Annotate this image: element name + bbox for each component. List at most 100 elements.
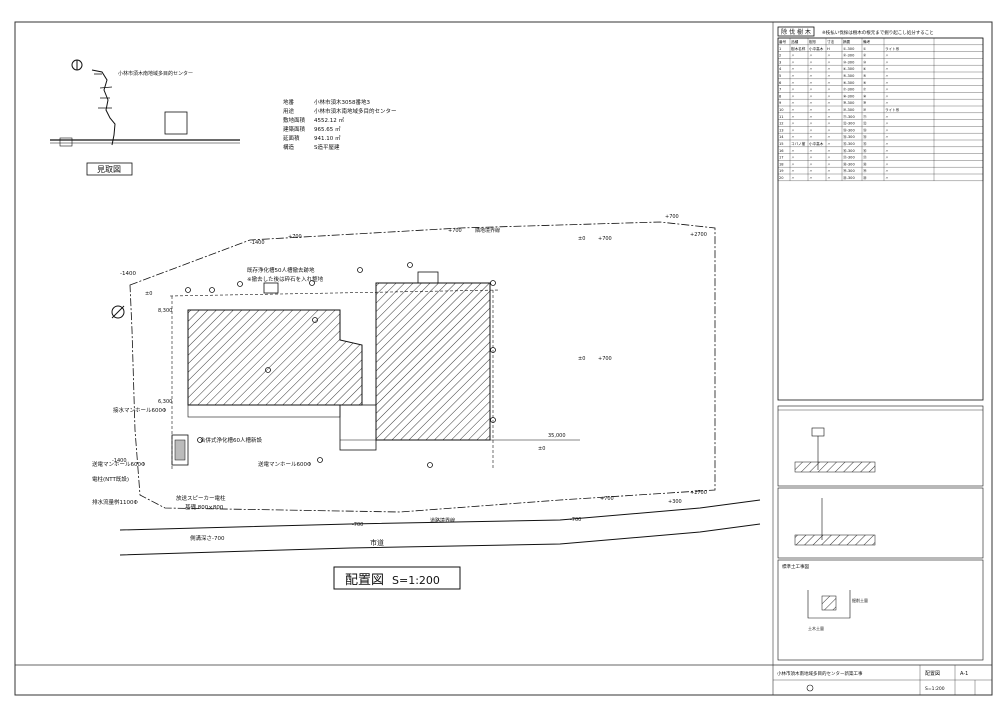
schedule-cell: 〃 bbox=[827, 88, 831, 92]
schedule-cell: 〃 bbox=[827, 74, 831, 78]
schedule-cell: 〃 bbox=[885, 156, 889, 160]
dim-level: ±0 bbox=[538, 446, 545, 452]
septic-tank bbox=[171, 434, 189, 466]
schedule-cell: ④ bbox=[863, 67, 866, 71]
schedule-cell: 〃 bbox=[791, 81, 795, 85]
boundary-north-label: 隣地境界線 bbox=[475, 227, 500, 234]
schedule-cell: ⑮ bbox=[863, 141, 867, 146]
schedule-cell: 〃 bbox=[885, 54, 889, 58]
schedule-cell: 2 bbox=[779, 54, 781, 58]
title-block: 小林市須木南地域多目的センター新築工事 配置図 S=1:200 A-1 bbox=[772, 665, 992, 695]
detail-frame-1 bbox=[777, 405, 984, 487]
summary-value-lot: 小林市須木3058番地3 bbox=[314, 98, 370, 106]
schedule-cell: 〃 bbox=[809, 81, 813, 85]
road-edge-1 bbox=[119, 499, 761, 531]
schedule-cell: 〃 bbox=[827, 142, 831, 146]
light-post-icon bbox=[209, 287, 215, 293]
schedule-cell: ⑰-300 bbox=[843, 155, 855, 160]
schedule-cell: 〃 bbox=[791, 176, 795, 180]
schedule-cell: 〃 bbox=[827, 54, 831, 58]
light-post-icon bbox=[265, 367, 271, 373]
schedule-cell: 〃 bbox=[885, 81, 889, 85]
dim-level: +700 bbox=[288, 234, 302, 240]
schedule-cell: ⑮-300 bbox=[843, 141, 855, 146]
schedule-cell: 〃 bbox=[885, 115, 889, 119]
schedule-cell: 5 bbox=[779, 74, 781, 78]
schedule-cell: 〃 bbox=[791, 60, 795, 64]
schedule-cell: 〃 bbox=[885, 128, 889, 132]
light-post-icon bbox=[427, 462, 433, 468]
schedule-cell: 〃 bbox=[827, 156, 831, 160]
schedule-cell: 13 bbox=[779, 128, 784, 132]
note-manhole-existing: 接水マンホール600Φ bbox=[113, 406, 167, 414]
schedule-cell: 〃 bbox=[809, 176, 813, 180]
title-scale: S=1:200 bbox=[925, 686, 945, 692]
building-west bbox=[187, 309, 363, 406]
note-trench: 側溝深さ-700 bbox=[190, 534, 225, 542]
fence-line-top bbox=[169, 289, 501, 297]
road-edge-2 bbox=[119, 523, 761, 556]
schedule-header-cell: 樹形 bbox=[809, 39, 817, 44]
schedule-cell: ⑪-300 bbox=[843, 114, 855, 119]
schedule-cell: 〃 bbox=[809, 67, 813, 71]
schedule-cell: ⑯-300 bbox=[843, 148, 855, 153]
summary-value-structure: S造平屋建 bbox=[314, 143, 340, 151]
schedule-cell: ⑲ bbox=[863, 168, 867, 173]
schedule-cell: ⑨ bbox=[863, 101, 867, 105]
schedule-cell: 〃 bbox=[885, 67, 889, 71]
schedule-cell: 〃 bbox=[827, 81, 831, 85]
schedule-cell: 6 bbox=[779, 81, 782, 85]
dim-level: ±0 bbox=[578, 236, 585, 242]
dim-level: ±0 bbox=[145, 291, 152, 297]
schedule-cell: ④-300 bbox=[843, 67, 855, 71]
building-east bbox=[375, 282, 491, 441]
light-post-icon bbox=[309, 280, 315, 286]
light-post-icon bbox=[490, 417, 496, 423]
schedule-header-cell: 摘要 bbox=[843, 39, 851, 44]
schedule-cell: ⑳-300 bbox=[843, 175, 855, 180]
schedule-cell: ⑥ bbox=[863, 81, 867, 85]
light-post-icon bbox=[490, 280, 496, 286]
schedule-cell: 20 bbox=[779, 176, 784, 180]
schedule-cell: 8 bbox=[779, 94, 782, 98]
schedule-header-cell: 備考 bbox=[863, 39, 871, 44]
light-posts bbox=[185, 262, 496, 468]
schedule-cell: 〃 bbox=[809, 60, 813, 64]
detail-frame-3 bbox=[777, 559, 984, 661]
schedule-cell: ⑬-300 bbox=[843, 127, 855, 132]
terrace bbox=[187, 404, 341, 418]
schedule-cell: 9 bbox=[779, 101, 782, 105]
road-label: 市道 bbox=[370, 538, 384, 547]
dim-level: +700 bbox=[598, 236, 612, 242]
site-boundary bbox=[129, 221, 716, 513]
schedule-header-cell: 品種 bbox=[791, 39, 799, 44]
dim-level: +700 bbox=[598, 356, 612, 362]
title-sheet-no: A-1 bbox=[960, 671, 968, 677]
schedule-cell: 1 bbox=[779, 47, 781, 51]
note-septic-removal-1: 既存浄化槽50人槽撤去跡地 bbox=[247, 266, 315, 274]
dim-level: +2700 bbox=[690, 232, 707, 238]
schedule-cell: ⑫-300 bbox=[843, 121, 855, 126]
note-pole: 電柱(NTT既設) bbox=[92, 475, 129, 483]
schedule-cell: 〃 bbox=[827, 128, 831, 132]
schedule-cell: 〃 bbox=[809, 108, 813, 112]
drawing-title-box bbox=[333, 566, 461, 590]
schedule-title-box bbox=[777, 26, 815, 37]
schedule-header-cell: 寸法 bbox=[827, 39, 835, 44]
schedule-cell: 11 bbox=[779, 115, 784, 119]
dim-level: ±0 bbox=[578, 356, 585, 362]
schedule-cell: 〃 bbox=[827, 108, 831, 112]
schedule-cell: 〃 bbox=[809, 169, 813, 173]
schedule-cell: 15 bbox=[779, 142, 784, 146]
schedule-cell: 〃 bbox=[885, 101, 889, 105]
dim-level: -1400 bbox=[250, 240, 265, 246]
light-post-icon bbox=[490, 347, 496, 353]
schedule-cell: 小中高木 bbox=[809, 46, 824, 51]
schedule-cell: ⑫ bbox=[863, 121, 867, 126]
light-post-icon bbox=[185, 287, 191, 293]
schedule-cell: 〃 bbox=[791, 115, 795, 119]
schedule-cell: 〃 bbox=[791, 149, 795, 153]
schedule-cell: 〃 bbox=[885, 88, 889, 92]
summary-value-site-area: 4552.12 ㎡ bbox=[314, 116, 344, 124]
